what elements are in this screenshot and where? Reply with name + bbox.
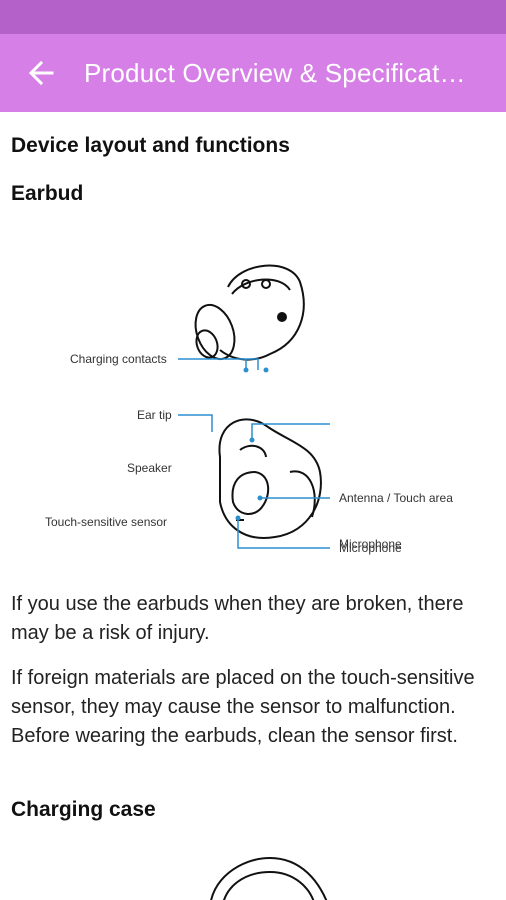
- earbud-diagram: Charging contacts Ear tip Speaker Touch-…: [45, 264, 402, 551]
- subsection-heading-earbud: Earbud: [11, 182, 84, 205]
- label-antenna: Antenna / Touch area: [339, 491, 453, 505]
- paragraph-sensor-cleaning: If foreign materials are placed on the t…: [11, 667, 475, 747]
- paragraph-injury-warning: If you use the earbuds when they are bro…: [11, 593, 464, 644]
- label-speaker: Speaker: [127, 461, 172, 475]
- earbud-diagram-leaders: [178, 358, 269, 432]
- section-heading: Device layout and functions: [11, 134, 290, 157]
- arrow-left-icon: [28, 60, 54, 86]
- charging-case-diagram: [210, 856, 328, 900]
- label-microphone-bottom: Microphone: [339, 541, 402, 555]
- page-title: Product Overview & Specificat…: [84, 57, 466, 88]
- label-microphone-top: Microphone: [339, 537, 402, 551]
- back-button[interactable]: [26, 58, 56, 88]
- app-bar: Product Overview & Specificat…: [0, 34, 506, 112]
- status-bar: [0, 0, 506, 34]
- earbud-back-view: [218, 418, 322, 539]
- earbud-diagram-lower-labels: Antenna / Touch area Microphone: [235, 423, 453, 555]
- label-charging-contacts: Charging contacts: [70, 352, 167, 366]
- label-ear-tip: Ear tip: [137, 408, 172, 422]
- subsection-heading-charging-case: Charging case: [11, 798, 156, 821]
- label-touch-sensor: Touch-sensitive sensor: [45, 515, 167, 529]
- document-content[interactable]: Device layout and functions Earbud Charg…: [0, 112, 506, 900]
